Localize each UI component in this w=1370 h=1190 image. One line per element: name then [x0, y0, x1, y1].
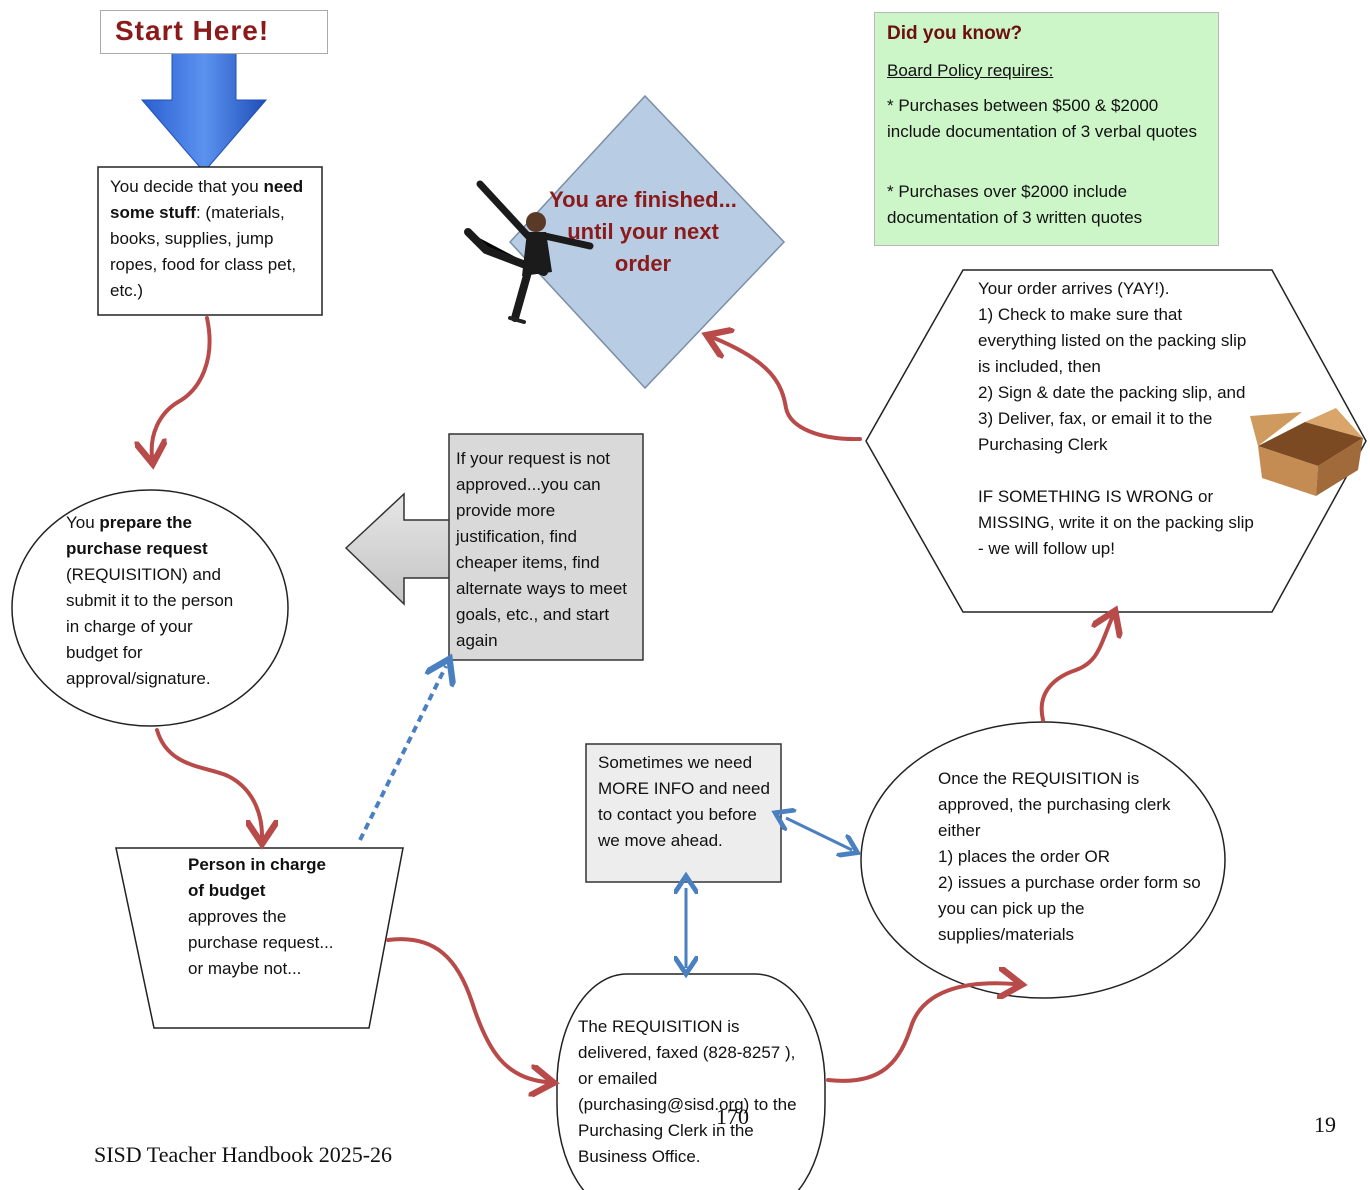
flow-arrow-1: [152, 316, 212, 456]
flow-arrow-4: [826, 983, 1014, 1083]
prepare-text: You prepare the purchase request (REQUIS…: [66, 513, 234, 688]
flow-arrow-5: [1039, 618, 1112, 722]
approved-text: Once the REQUISITION is approved, the pu…: [938, 769, 1201, 944]
decide-text: You decide that you need some stuff: (ma…: [110, 177, 304, 300]
flow-arrow-3: [386, 937, 546, 1082]
decide-box: [97, 166, 323, 316]
down-arrow-icon: [140, 51, 268, 173]
flow-arrow-2: [155, 728, 262, 836]
handbook-footer: SISD Teacher Handbook 2025-26: [94, 1142, 393, 1167]
flow-arrow-6: [714, 338, 862, 442]
did-you-know-title: Did you know?: [887, 23, 1023, 44]
policy-item: * Purchases between $500 & $2000 include…: [887, 96, 1197, 141]
right-page-number: 19: [1314, 1112, 1336, 1137]
approve-trapezoid: [115, 847, 404, 1029]
box-icon: [1250, 408, 1363, 496]
more-info-link-horizontal: [786, 818, 852, 850]
did-you-know-callout: Did you know? Board Policy requires: * P…: [874, 12, 1219, 246]
delivered-text: The REQUISITION is delivered, faxed (828…: [578, 1017, 797, 1166]
arrives-text: Your order arrives (YAY!). 1) Check to m…: [978, 279, 1254, 558]
more-info-text: Sometimes we need MORE INFO and need to …: [598, 753, 770, 850]
arrives-hexagon: [865, 269, 1367, 613]
finished-diamond: [508, 94, 786, 390]
prepare-circle: [11, 489, 289, 727]
dashed-info-arrow: [358, 666, 446, 841]
policy-item: * Purchases over $2000 include documenta…: [887, 182, 1143, 227]
finished-text: You are finished... until your next orde…: [549, 187, 737, 276]
not-approved-text: If your request is not approved...you ca…: [456, 449, 628, 650]
did-you-know-subtitle: Board Policy requires:: [887, 61, 1054, 80]
businesswoman-image: [464, 180, 594, 324]
left-arrow-icon: [344, 492, 453, 606]
start-here-label: Start Here!: [100, 10, 328, 54]
not-approved-box: [448, 433, 644, 661]
approve-text: Person in charge of budget approves the …: [188, 855, 334, 978]
center-page-number: 170: [716, 1104, 749, 1129]
more-info-box: [585, 743, 782, 883]
